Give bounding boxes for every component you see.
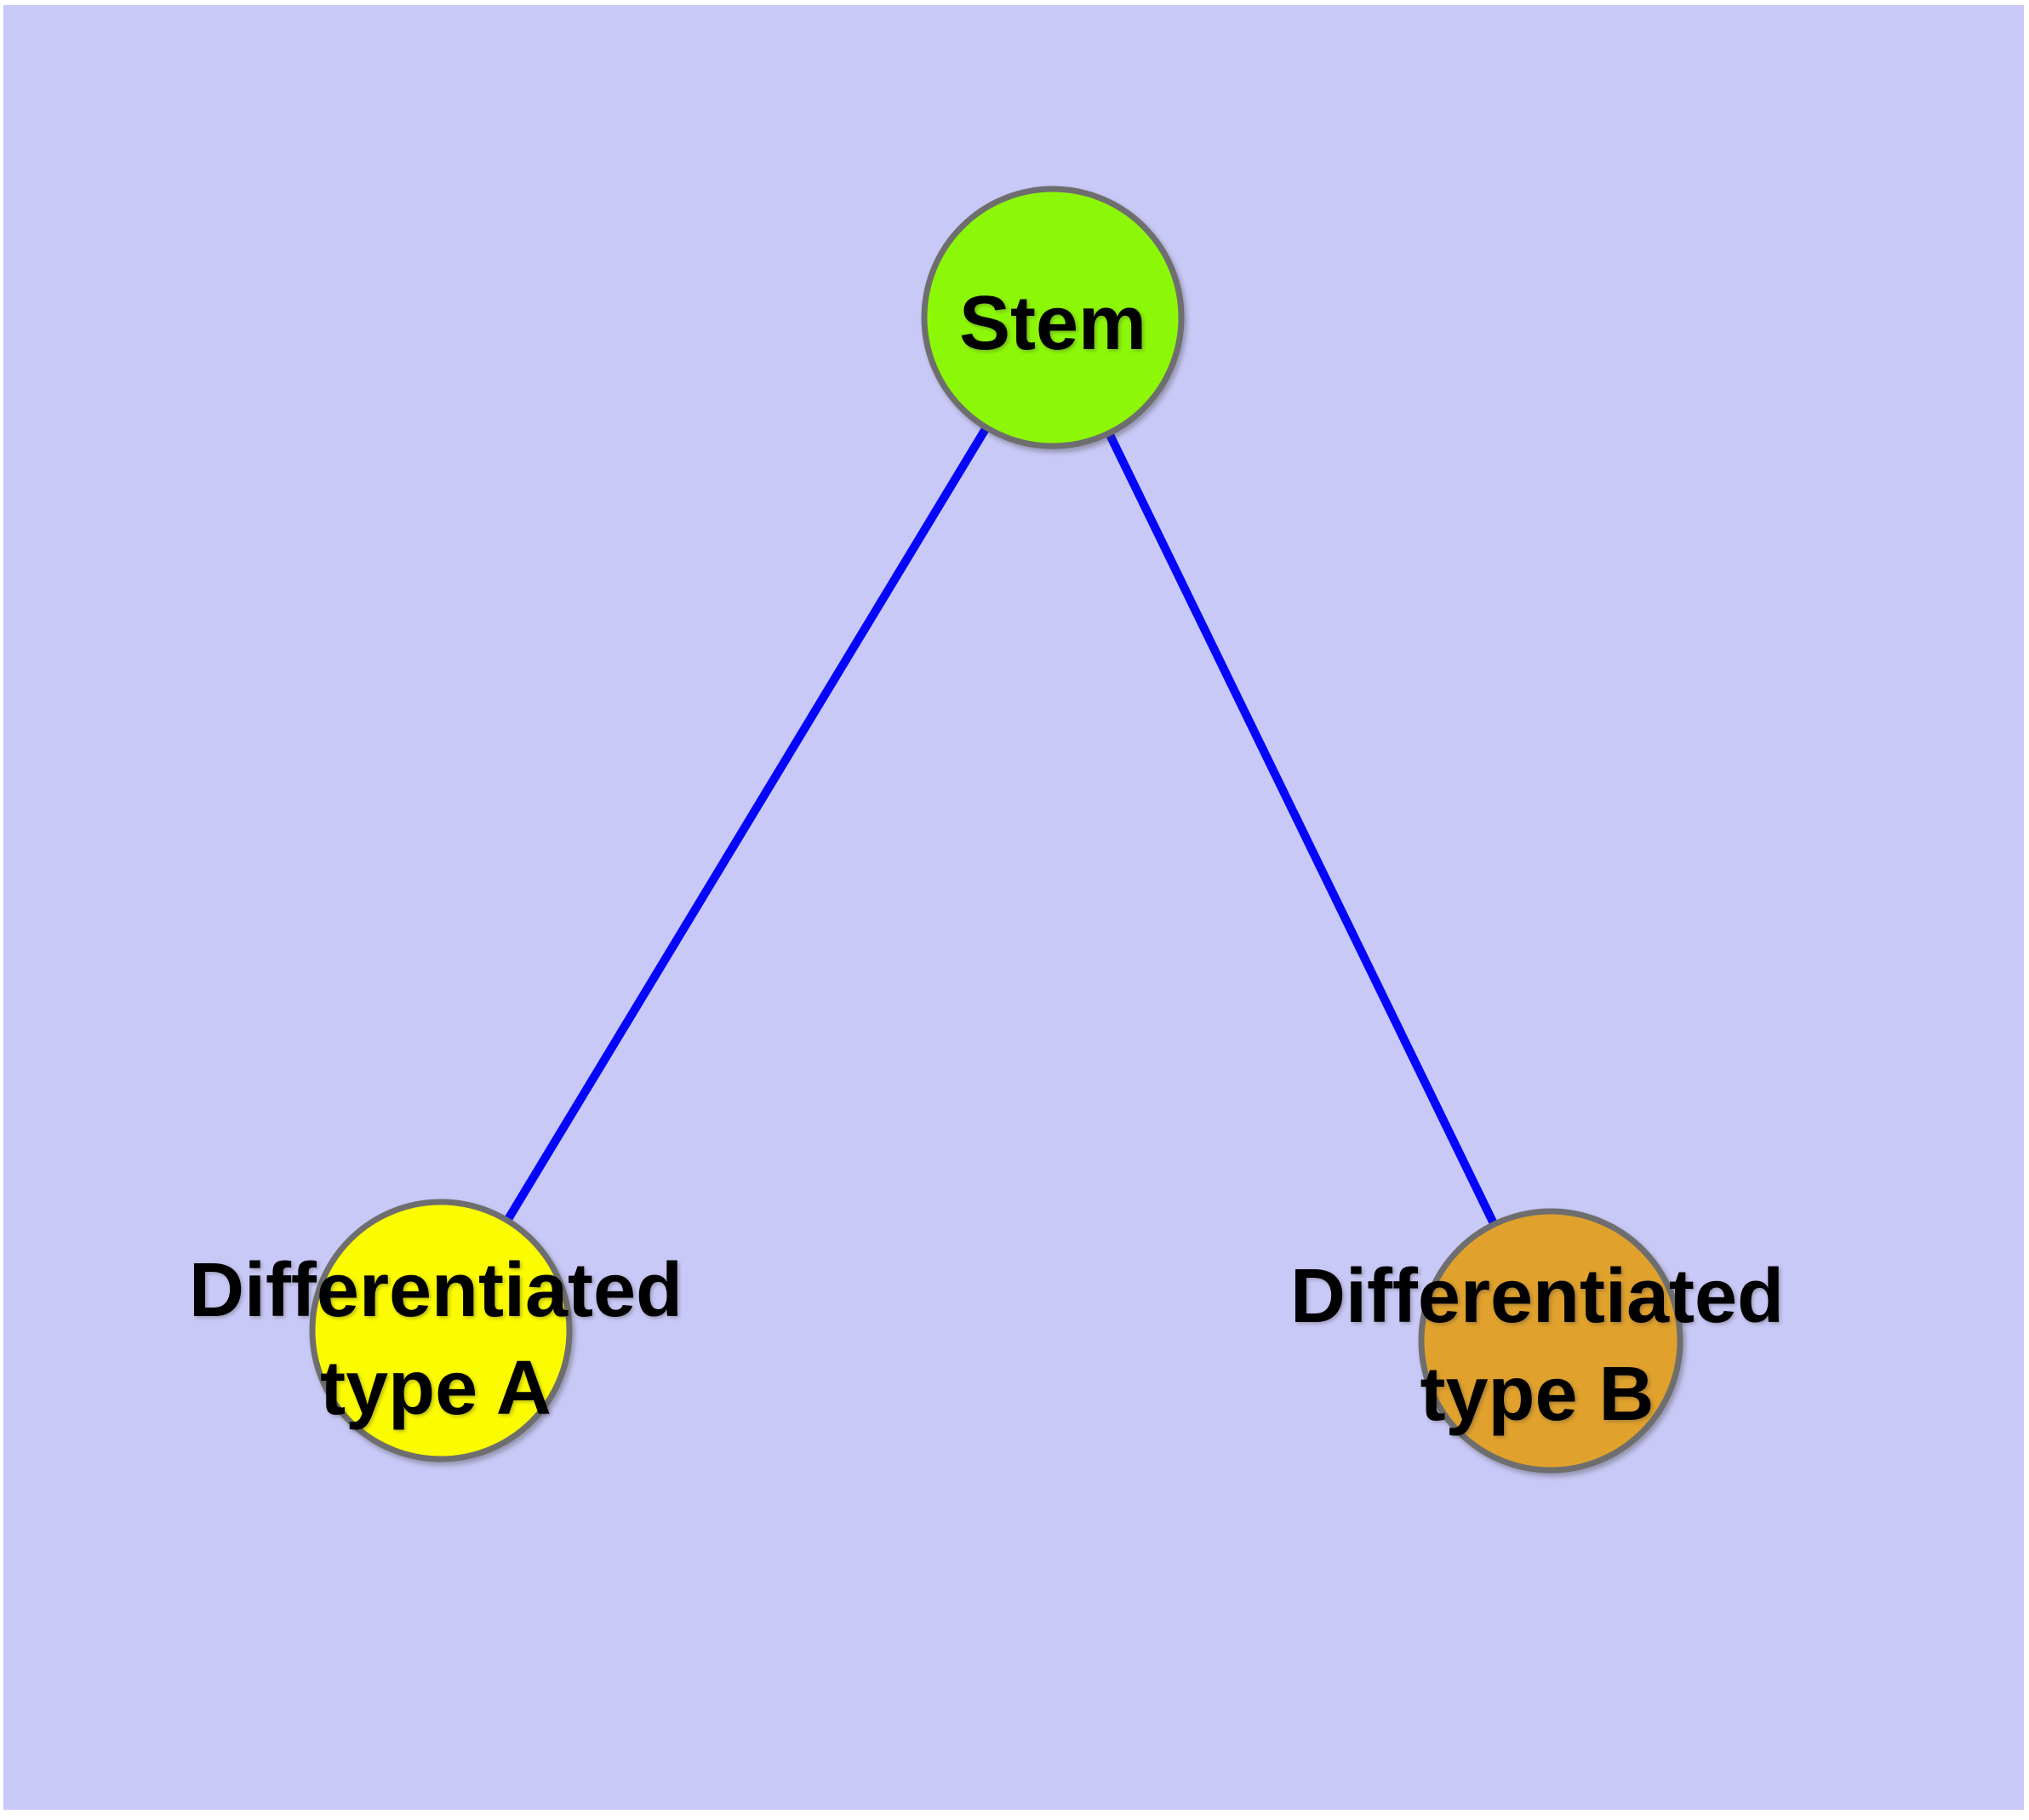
edge-stem-to-type-a	[437, 315, 1057, 1333]
node-differentiated-type-a	[309, 1199, 573, 1462]
label-type-a-line2: type A	[320, 1346, 552, 1431]
node-stem	[921, 186, 1185, 449]
label-stem: Stem	[959, 281, 1146, 366]
edge-stem-to-type-b	[1049, 315, 1555, 1343]
node-differentiated-type-b	[1418, 1208, 1683, 1474]
label-type-a-line1: Differentiated	[189, 1248, 683, 1333]
label-type-b-line2: type B	[1420, 1352, 1654, 1437]
label-type-b-line1: Differentiated	[1290, 1254, 1784, 1339]
